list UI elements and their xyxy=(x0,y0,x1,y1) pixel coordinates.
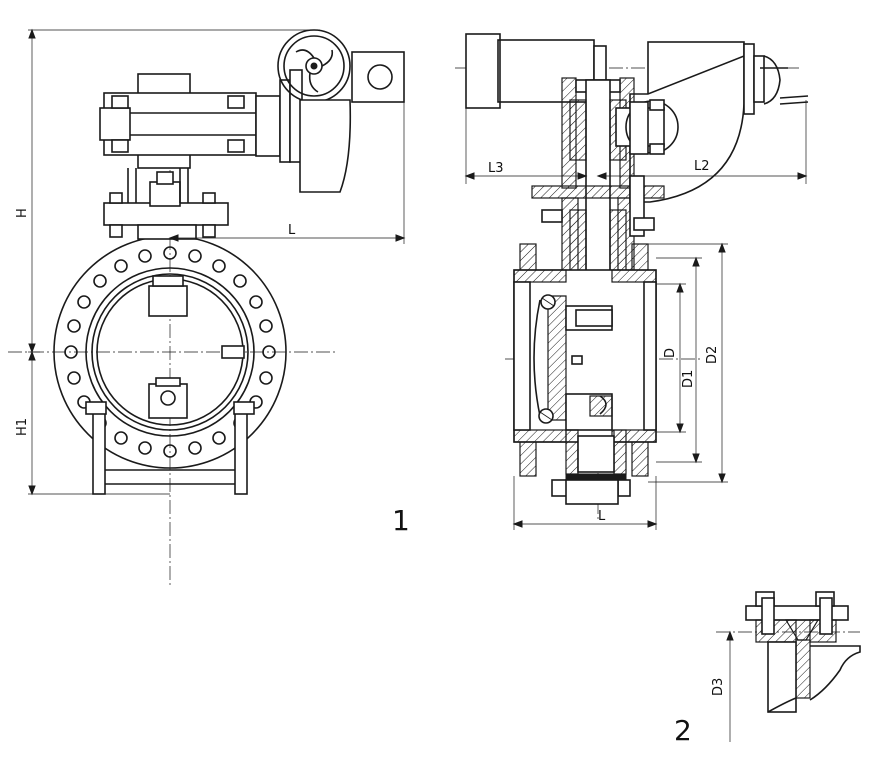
detail-view xyxy=(716,591,861,742)
figure-number-2: 2 xyxy=(674,714,692,747)
dimension-labels: H H1 L L3 L2 D D1 D2 L D3 xyxy=(15,159,726,696)
label-D2: D2 xyxy=(705,346,720,364)
label-D: D xyxy=(663,348,678,358)
label-L-side: L xyxy=(598,509,606,524)
label-D3: D3 xyxy=(711,678,726,696)
label-L2: L2 xyxy=(694,159,710,174)
label-L-front: L xyxy=(288,223,296,238)
bolt-holes xyxy=(64,246,276,458)
figure-numbers: 1 2 xyxy=(392,504,692,747)
side-section-view xyxy=(455,33,809,530)
label-L3: L3 xyxy=(488,161,504,176)
label-H1: H1 xyxy=(15,418,30,436)
figure-number-1: 1 xyxy=(392,504,410,537)
label-D1: D1 xyxy=(681,370,696,388)
front-view xyxy=(8,28,406,585)
label-H: H xyxy=(15,208,30,218)
